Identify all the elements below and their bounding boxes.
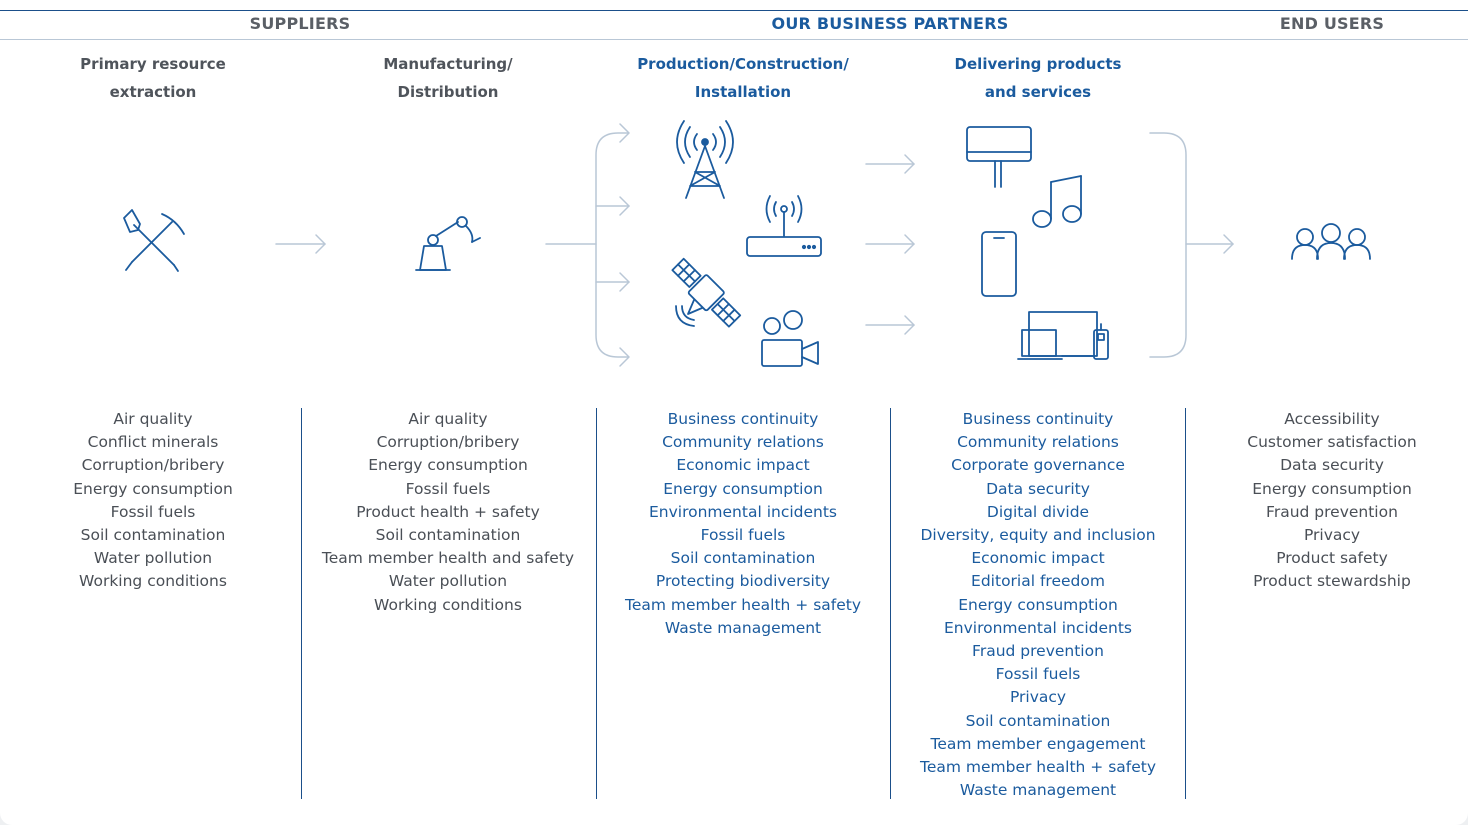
list-item: Corporate governance <box>951 456 1125 475</box>
router-icon <box>746 195 822 257</box>
list-item: Team member health + safety <box>624 595 862 614</box>
list-item: Digital divide <box>986 502 1090 521</box>
section-suppliers: SUPPLIERS <box>249 14 351 33</box>
list-item: Working conditions <box>79 572 227 591</box>
list-item: Community relations <box>662 433 824 452</box>
list-item: Soil contamination <box>965 711 1111 730</box>
stage-title-line: Delivering products <box>954 55 1122 73</box>
list-item: Data security <box>986 479 1090 498</box>
devices-icon <box>1017 311 1109 360</box>
cell-tower-icon <box>676 120 734 199</box>
list-item: Team member health and safety <box>321 549 575 568</box>
arrow-right-icon <box>275 234 326 254</box>
list-item: Fossil fuels <box>405 479 491 498</box>
list-item: Business continuity <box>962 410 1114 428</box>
stage-title-line: Manufacturing/ <box>383 55 513 73</box>
robot-arm-icon <box>415 216 481 271</box>
list-item: Privacy <box>1009 688 1067 707</box>
list-item: Corruption/bribery <box>376 433 520 452</box>
list-item: Water pollution <box>93 549 213 568</box>
list-item: Energy consumption <box>368 456 528 475</box>
list-item: Data security <box>1280 456 1384 475</box>
list-item: Energy consumption <box>663 479 823 498</box>
list-item: Protecting biodiversity <box>655 572 831 591</box>
list-item: Fossil fuels <box>700 526 786 545</box>
smartphone-icon <box>981 231 1017 297</box>
pickaxe-shovel-icon <box>123 209 185 272</box>
list-item: Diversity, equity and inclusion <box>920 526 1156 545</box>
list-item: Community relations <box>957 433 1119 452</box>
list-item: Fossil fuels <box>995 665 1081 684</box>
list-item: Environmental incidents <box>648 502 837 521</box>
list-item: Product safety <box>1276 549 1388 568</box>
list-item: Product stewardship <box>1253 572 1411 591</box>
stage-delivering-title: Delivering products and services <box>928 50 1148 106</box>
stage-title-line: Distribution <box>397 83 499 101</box>
list-item: Accessibility <box>1284 410 1380 428</box>
branch-connector <box>545 123 630 367</box>
list-item: Corruption/bribery <box>81 456 225 475</box>
list-item: Product health + safety <box>356 502 540 521</box>
list-item: Energy consumption <box>73 479 233 498</box>
stage-extraction-title: Primary resource extraction <box>43 50 263 106</box>
column-divider <box>1185 408 1186 799</box>
list-item: Waste management <box>959 781 1117 800</box>
arrow-right-icon <box>865 154 915 174</box>
column-divider <box>890 408 891 799</box>
list-item: Environmental incidents <box>943 618 1132 637</box>
stage-production-title: Production/Construction/ Installation <box>633 50 853 106</box>
section-end-users: END USERS <box>1279 14 1385 33</box>
section-business-partners: OUR BUSINESS PARTNERS <box>771 14 1009 33</box>
list-item: Waste management <box>664 618 822 637</box>
video-camera-icon <box>761 310 819 367</box>
list-item: Conflict minerals <box>87 433 219 452</box>
arrow-right-icon <box>865 315 915 335</box>
list-item: Soil contamination <box>670 549 816 568</box>
tv-icon <box>966 126 1032 188</box>
header-rule <box>0 39 1468 40</box>
list-item: Energy consumption <box>1252 479 1412 498</box>
music-note-icon <box>1032 175 1082 228</box>
list-item: Business continuity <box>667 410 819 428</box>
list-item: Team member health + safety <box>919 758 1157 777</box>
list-item: Water pollution <box>388 572 508 591</box>
list-item: Working conditions <box>374 595 522 614</box>
arrow-right-icon <box>865 234 915 254</box>
users-icon <box>1291 223 1371 260</box>
list-item: Privacy <box>1303 526 1361 545</box>
stage-title-line: and services <box>984 83 1092 101</box>
satellite-icon <box>671 257 742 328</box>
stage-title-line: extraction <box>109 83 197 101</box>
list-item: Energy consumption <box>958 595 1118 614</box>
list-item: Team member engagement <box>930 734 1146 753</box>
list-item: Fossil fuels <box>110 502 196 521</box>
column-divider <box>301 408 302 799</box>
stage-manufacturing-title: Manufacturing/ Distribution <box>338 50 558 106</box>
top-rule <box>0 10 1468 11</box>
list-item: Air quality <box>113 410 193 428</box>
stage-title-line: Installation <box>694 83 792 101</box>
column-divider <box>596 408 597 799</box>
list-item: Fraud prevention <box>1266 502 1398 521</box>
list-item: Soil contamination <box>80 526 226 545</box>
list-item: Soil contamination <box>375 526 521 545</box>
list-item: Economic impact <box>676 456 810 475</box>
bracket-connector <box>1149 132 1234 358</box>
list-item: Air quality <box>408 410 488 428</box>
list-item: Economic impact <box>971 549 1105 568</box>
stage-title-line: Primary resource <box>80 55 226 73</box>
list-item: Editorial freedom <box>971 572 1105 591</box>
list-item: Customer satisfaction <box>1247 433 1417 452</box>
list-item: Fraud prevention <box>972 642 1104 661</box>
stage-title-line: Production/Construction/ <box>637 55 849 73</box>
